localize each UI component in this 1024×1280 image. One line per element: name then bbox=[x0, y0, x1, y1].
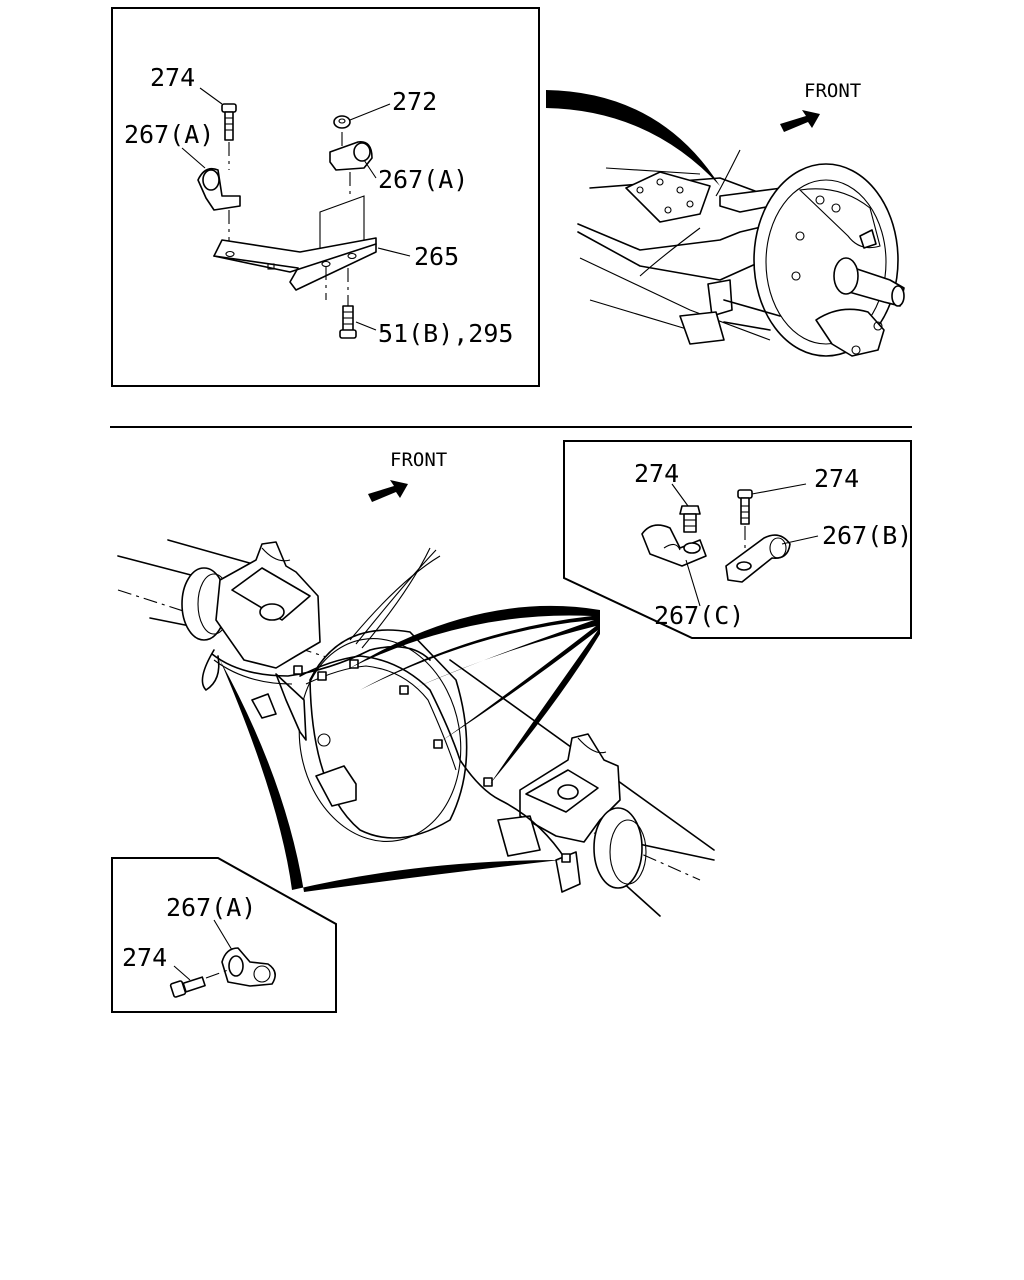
front-arrow-bottom-icon bbox=[368, 480, 408, 502]
label-265: 265 bbox=[414, 242, 459, 271]
callout-fan-right bbox=[350, 605, 600, 784]
detail-box-bottom: 267(A) 274 bbox=[111, 857, 337, 1013]
label-267a-bottom: 267(A) bbox=[166, 893, 256, 922]
bracket-265-icon bbox=[213, 237, 377, 306]
front-label-bottom: FRONT bbox=[390, 449, 447, 471]
detail-box-top: 274 267(A) 272 267(A) 265 51(B),295 bbox=[111, 7, 540, 387]
bolt-274-bottom-icon bbox=[169, 969, 229, 998]
front-axle-view: FRONT bbox=[577, 80, 905, 357]
label-274-right-a: 274 bbox=[634, 459, 679, 488]
rear-axle-view: FRONT bbox=[117, 449, 715, 917]
clip-267b-icon bbox=[725, 534, 791, 583]
detail-box-right: 274 274 267(B) 267(C) bbox=[563, 440, 912, 639]
label-274-bottom: 274 bbox=[122, 943, 167, 972]
label-267a-top-right: 267(A) bbox=[378, 165, 468, 194]
nut-272-icon bbox=[333, 115, 351, 150]
label-267a-top-left: 267(A) bbox=[124, 120, 214, 149]
front-label-top: FRONT bbox=[804, 80, 861, 102]
bolt-274-icon bbox=[221, 103, 237, 170]
label-272: 272 bbox=[392, 87, 437, 116]
front-arrow-top-icon bbox=[780, 110, 820, 132]
bolt-274-short-icon bbox=[679, 505, 701, 533]
label-267b: 267(B) bbox=[822, 521, 912, 550]
clip-267a-bottom-icon bbox=[221, 947, 276, 987]
clip-267a-right-icon bbox=[329, 141, 373, 196]
callout-fan-top bbox=[546, 90, 720, 186]
label-267c: 267(C) bbox=[654, 601, 744, 630]
label-51b-295: 51(B),295 bbox=[378, 319, 513, 348]
clip-267a-left-icon bbox=[197, 167, 241, 248]
label-274-top: 274 bbox=[150, 63, 195, 92]
label-274-right-b: 274 bbox=[814, 464, 859, 493]
bolt-51b-295-icon bbox=[339, 305, 357, 339]
clip-267c-icon bbox=[641, 524, 707, 567]
